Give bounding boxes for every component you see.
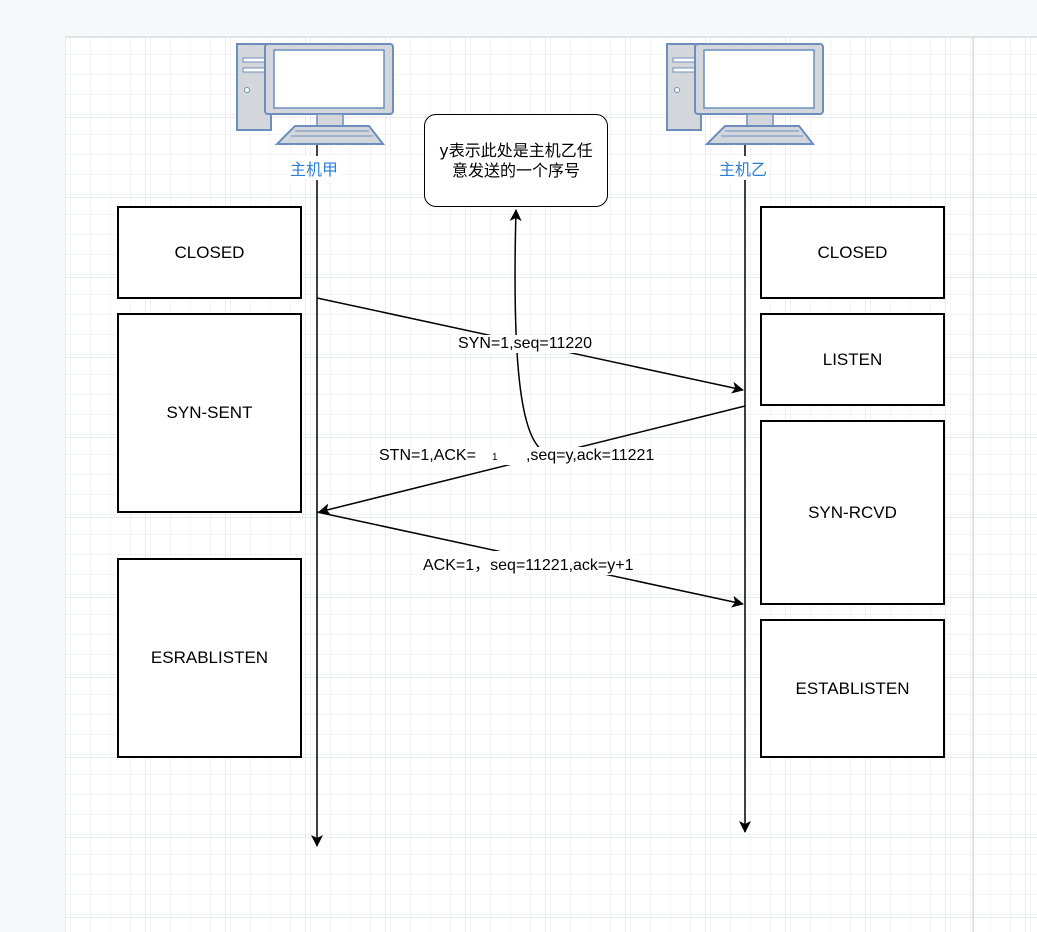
state-established-b: ESTABLISTEN: [760, 619, 945, 758]
note-pointer-arrow: [509, 209, 546, 453]
host-b-label: 主机乙: [717, 156, 770, 180]
ack-label: ACK=1，seq=11221,ack=y+1: [422, 551, 635, 575]
grid-background-right: [975, 37, 1037, 932]
state-listen: LISTEN: [760, 313, 945, 406]
state-syn-sent: SYN-SENT: [117, 313, 302, 513]
syn-label: SYN=1,seq=11220: [457, 335, 594, 353]
state-syn-rcvd: SYN-RCVD: [760, 420, 945, 605]
state-closed-a: CLOSED: [117, 206, 302, 299]
syn-ack-label-part2: ,seq=y,ack=11221: [525, 447, 655, 464]
note-line-2: 意发送的一个序号: [451, 160, 580, 180]
state-closed-b: CLOSED: [760, 206, 945, 299]
host-a-label: 主机甲: [288, 156, 341, 180]
syn-ack-label: STN=1,ACK= 1 ,seq=y,ack=11221: [378, 447, 656, 465]
state-established-a: ESRABLISTEN: [117, 558, 302, 758]
sequence-note: y表示此处是主机乙任 意发送的一个序号: [424, 114, 608, 207]
syn-ack-label-part1: STN=1,ACK=: [379, 447, 476, 464]
syn-ack-label-fragment: 1: [491, 452, 498, 463]
computer-icon: [236, 43, 394, 145]
computer-icon: [666, 43, 824, 145]
note-line-1: y表示此处是主机乙任: [439, 140, 593, 160]
